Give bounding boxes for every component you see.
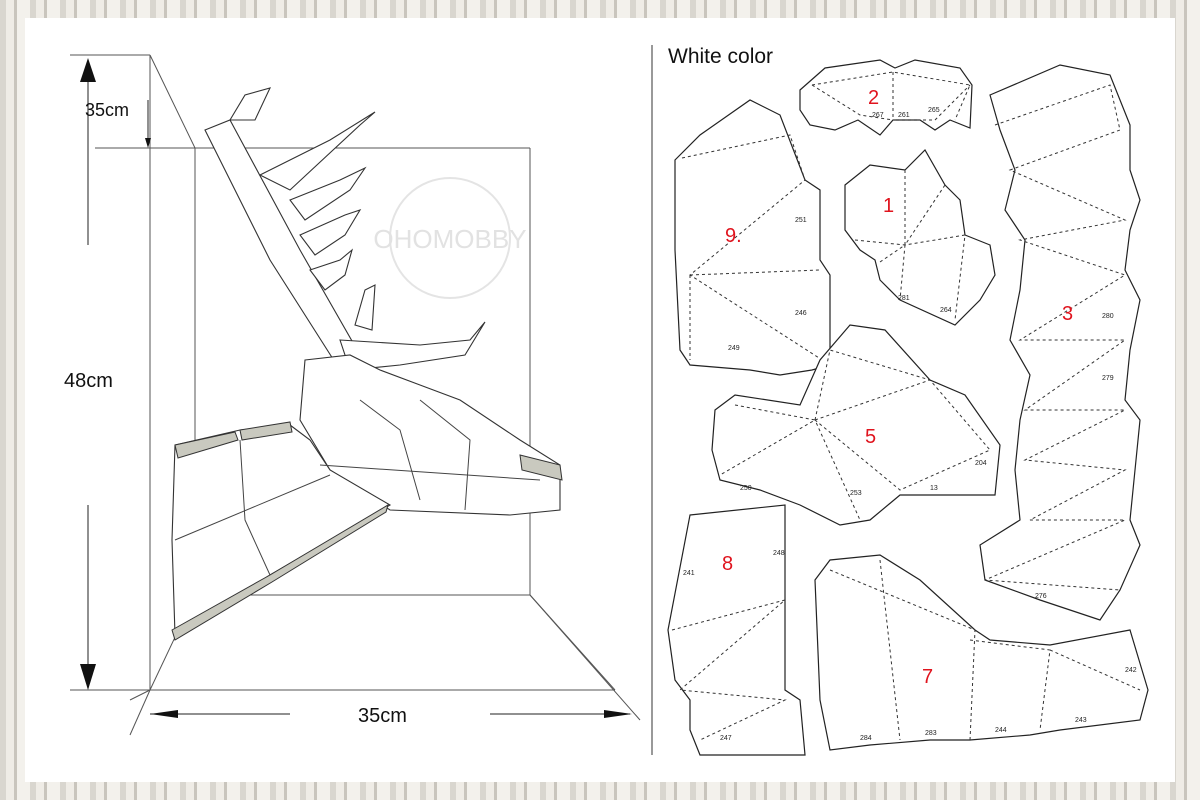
dimension-arrows <box>80 58 632 718</box>
edge-number: 249 <box>728 345 740 352</box>
top-offset-dimension: 35cm <box>85 100 130 120</box>
piece-label: 1 <box>883 195 894 217</box>
edge-number: 279 <box>1102 375 1114 382</box>
edge-number: 244 <box>995 727 1007 734</box>
edge-number: 281 <box>898 295 910 302</box>
piece-1 <box>844 149 996 326</box>
edge-number: 204 <box>975 460 987 467</box>
edge-number: 247 <box>720 735 732 742</box>
edge-number: 242 <box>1125 667 1137 674</box>
edge-number: 253 <box>850 490 862 497</box>
edge-number: 265 <box>928 107 940 114</box>
piece-5 <box>711 324 1001 526</box>
piece-label: 8 <box>722 553 733 575</box>
brand-watermark: OHOMOBBY <box>373 177 527 299</box>
piece-label: 2 <box>868 87 879 109</box>
edge-number: 251 <box>795 217 807 224</box>
edge-number: 280 <box>1102 313 1114 320</box>
piece-label: 5 <box>865 426 876 448</box>
section-title: White color <box>668 45 774 68</box>
piece-label: 3 <box>1062 303 1073 325</box>
piece-label: 7 <box>922 666 933 688</box>
piece-8 <box>667 504 806 756</box>
edge-number: 246 <box>795 310 807 317</box>
piece-2 <box>799 59 973 136</box>
height-dimension: 48cm <box>64 370 113 392</box>
edge-number: 276 <box>1035 593 1047 600</box>
svg-text:OHOMOBBY: OHOMOBBY <box>373 224 526 254</box>
edge-number: 13 <box>930 485 938 492</box>
piece-label: 9. <box>725 225 742 247</box>
edge-number: 261 <box>898 112 910 119</box>
display-frame <box>70 54 641 736</box>
edge-number: 241 <box>683 570 695 577</box>
edge-number: 264 <box>940 307 952 314</box>
edge-number: 284 <box>860 735 872 742</box>
width-dimension: 35cm <box>358 705 407 727</box>
edge-number: 283 <box>925 730 937 737</box>
piece-7 <box>814 554 1149 751</box>
piece-9 <box>674 99 831 376</box>
edge-number: 267 <box>872 112 884 119</box>
edge-number: 248 <box>773 550 785 557</box>
edge-number: 250 <box>740 485 752 492</box>
edge-numbers: 267 261 265 249 251 246 250 253 13 204 2… <box>683 107 1137 742</box>
edge-number: 243 <box>1075 717 1087 724</box>
piece-3 <box>979 64 1141 621</box>
deer-head-illustration <box>171 87 563 641</box>
